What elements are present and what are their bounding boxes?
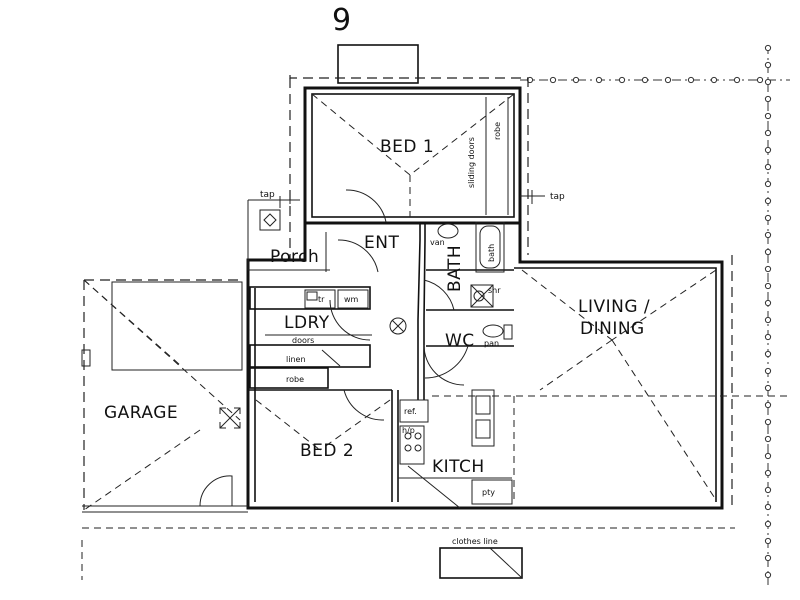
boundary-post: [764, 384, 772, 392]
boundary-post: [618, 76, 626, 84]
boundary-post: [764, 503, 772, 511]
robe-bed1-label: robe: [493, 122, 502, 140]
room-label-ldry: LDRY: [284, 313, 330, 333]
room-label-bed2: BED 2: [300, 441, 354, 461]
eaves-outline: [81, 75, 735, 580]
clothes-line-label: clothes line: [452, 537, 498, 546]
boundary-post: [764, 61, 772, 69]
boundary-post: [756, 76, 764, 84]
chimney-box: [337, 44, 419, 84]
boundary-post: [764, 316, 772, 324]
boundary-post: [764, 78, 772, 86]
ref-label: ref.: [404, 407, 417, 416]
porch-area: [259, 196, 379, 273]
room-label-dining: DINING: [580, 319, 645, 339]
boundary-post: [764, 95, 772, 103]
garage-outline: [81, 279, 248, 513]
boundary-post: [764, 367, 772, 375]
boundary-post: [764, 231, 772, 239]
room-label-porch: Porch: [270, 247, 319, 267]
boundary-post: [764, 418, 772, 426]
linen-label: linen: [286, 355, 306, 364]
bed2-lines: [255, 399, 391, 451]
bath-fixtures: [437, 221, 513, 340]
sliding-doors-label: sliding doors: [467, 137, 476, 188]
boundary-post: [764, 163, 772, 171]
room-label-ent: ENT: [364, 233, 399, 253]
living-dining-lines: [432, 269, 790, 502]
boundary-post: [687, 76, 695, 84]
boundary-post: [764, 571, 772, 579]
pty-label: pty: [482, 488, 495, 497]
boundary-post: [764, 537, 772, 545]
boundary-post: [764, 333, 772, 341]
house-walls: [246, 199, 724, 510]
boundary-post: [549, 76, 557, 84]
kitchen-fixtures: [398, 389, 513, 509]
boundary-post: [764, 180, 772, 188]
room-label-kitch: KITCH: [432, 457, 485, 477]
boundary-post: [764, 129, 772, 137]
boundary-post: [764, 520, 772, 528]
boundary-post: [764, 469, 772, 477]
tr-label: tr: [318, 295, 325, 304]
van-label: van: [430, 238, 445, 247]
boundary-post: [595, 76, 603, 84]
room-label-living: LIVING /: [578, 297, 650, 317]
wm-label: wm: [344, 295, 359, 304]
shr-label: shr: [488, 286, 501, 295]
garage-access-icon: [219, 407, 241, 429]
clothes-line-box: [439, 547, 523, 579]
doors-label: doors: [292, 336, 314, 345]
boundary-post: [764, 486, 772, 494]
room-label-bath: BATH: [445, 245, 465, 292]
tap-left-label: tap: [260, 190, 275, 200]
bath-tub-label: bath: [487, 244, 496, 262]
boundary-post: [664, 76, 672, 84]
room-label-wc: WC: [445, 331, 475, 351]
interior-walls: [248, 222, 514, 502]
laundry-fixtures: [265, 289, 372, 367]
boundary-post: [710, 76, 718, 84]
tap-right-label: tap: [550, 192, 565, 202]
boundary-post: [764, 44, 772, 52]
boundary-post: [764, 197, 772, 205]
boundary-post: [572, 76, 580, 84]
boundary-post: [764, 401, 772, 409]
boundary-post: [764, 350, 772, 358]
boundary-post: [764, 112, 772, 120]
bed1-walls: [303, 86, 522, 225]
room-label-garage: GARAGE: [104, 403, 178, 423]
boundary-post: [641, 76, 649, 84]
boundary-post: [733, 76, 741, 84]
boundary-post: [764, 435, 772, 443]
pan-label: pan: [484, 339, 499, 348]
lot-number: 9: [332, 3, 351, 38]
hp-label: h/p: [402, 426, 415, 435]
boundary-post: [764, 265, 772, 273]
property-boundary: [520, 44, 790, 585]
boundary-post: [764, 146, 772, 154]
boundary-post: [764, 248, 772, 256]
room-label-bed1: BED 1: [380, 137, 434, 157]
boundary-post: [764, 214, 772, 222]
boundary-post: [764, 452, 772, 460]
boundary-post: [764, 282, 772, 290]
robe-bed2-label: robe: [286, 375, 304, 384]
boundary-post: [764, 554, 772, 562]
boundary-post: [764, 299, 772, 307]
